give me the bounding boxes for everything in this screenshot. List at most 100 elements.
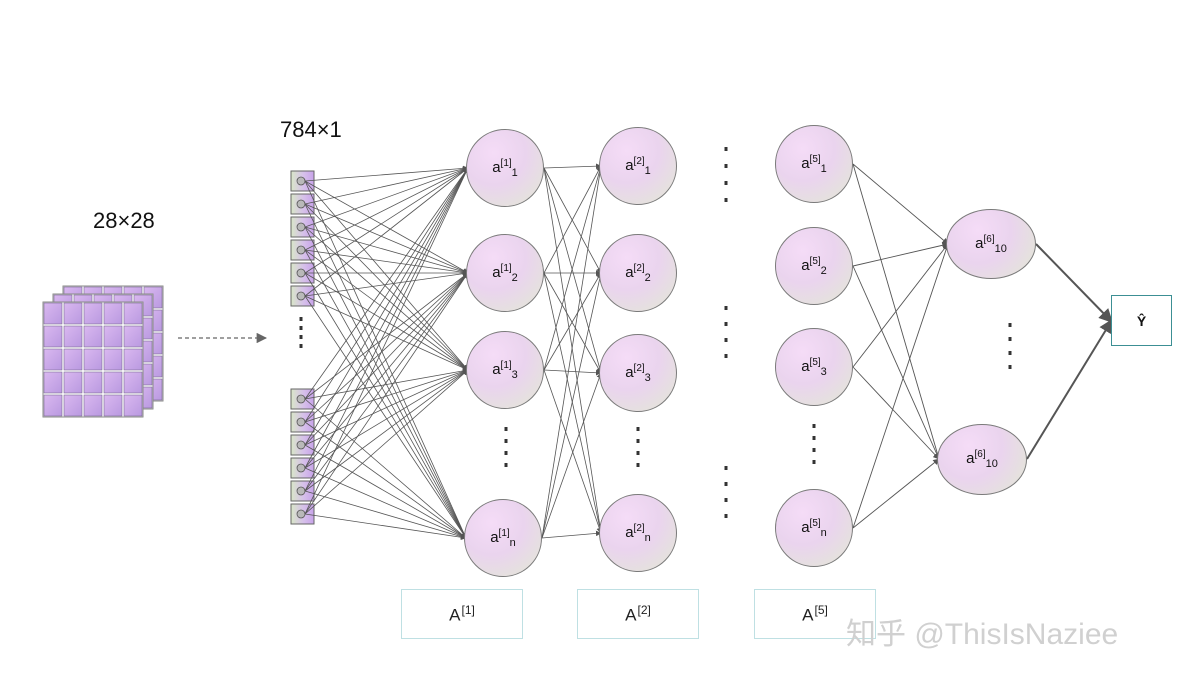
connection-edge [304,180,469,274]
connection-edge [543,165,602,274]
connection-edge [543,369,602,376]
ellipsis-dot [1008,337,1012,341]
connection-edge [304,295,467,539]
connection-edge [304,368,469,400]
connection-edge [852,243,949,368]
connection-edge [304,249,469,276]
connection-edge [304,165,469,182]
connection-edge [304,180,469,371]
ellipsis-dot [299,317,303,321]
connection-edge [304,369,469,469]
connection-edge [543,272,602,371]
ellipsis-dot [812,460,816,464]
connection-edge [304,272,469,371]
ellipsis-dot [504,427,508,431]
ellipsis-dot [724,354,728,358]
vector-cell [290,285,315,307]
connection-edge [304,272,469,515]
connection-edge [304,167,469,423]
ellipsis-dot [1008,323,1012,327]
connection-edge [541,530,602,539]
ellipsis-dots [299,147,1012,518]
connection-edge [304,272,469,400]
ellipsis-dot [724,164,728,168]
ellipsis-dot [724,482,728,486]
ellipsis-dot [504,451,508,455]
connection-edge [543,165,603,371]
connection-edge [304,167,469,297]
vector-cell [290,216,315,238]
ellipsis-dot [724,147,728,151]
connection-edge [304,369,469,446]
ellipsis-dot [636,451,640,455]
connection-edge [304,166,469,205]
connection-edge [304,167,469,228]
input-vector [290,170,315,525]
connection-edge [304,444,467,539]
connection-edge [304,249,469,371]
ellipsis-dot [724,306,728,310]
ellipsis-dot [724,338,728,342]
connection-edge [304,167,469,251]
connection-edge [304,295,469,371]
vector-cell [290,503,315,525]
connection-edge [1035,243,1113,324]
connection-edge [304,167,469,400]
connection-edge [852,366,940,460]
connection-edge [543,272,602,374]
connection-edge [541,272,603,539]
ellipsis-dot [299,326,303,330]
connections [304,163,1113,541]
vector-cell [290,411,315,433]
connection-edge [304,513,467,541]
connection-edge [304,467,467,539]
connection-edge [304,272,469,446]
vector-cell [290,193,315,215]
connection-edge [543,369,602,534]
connection-edge [304,167,469,446]
connection-edge [304,167,469,492]
connection-edge [852,163,949,245]
ellipsis-dot [1008,351,1012,355]
connection-edge [543,163,602,169]
connection-edge [304,272,469,423]
ellipsis-dot [812,424,816,428]
vector-cell [290,239,315,261]
ellipsis-dot [299,335,303,339]
ellipsis-dot [1008,365,1012,369]
connection-edge [852,265,940,460]
connection-edge [304,249,467,539]
connection-edge [304,272,469,469]
ellipsis-dot [636,427,640,431]
connection-edge [852,458,940,529]
ellipsis-dot [299,344,303,348]
vector-cell [290,457,315,479]
connection-edge [852,243,950,529]
connection-edge [304,226,469,275]
connection-edge [304,270,469,297]
connection-edge [304,272,467,539]
connection-edge [304,203,469,371]
connection-edge [852,242,949,267]
connection-edge [304,421,467,539]
connection-edge [304,167,469,469]
connection-edge [304,368,469,423]
connection-edge [1026,318,1113,460]
ellipsis-dot [724,181,728,185]
ellipsis-dot [812,448,816,452]
ellipsis-dot [724,322,728,326]
connection-edge [304,203,469,274]
connection-edge [304,398,467,539]
ellipsis-dot [724,514,728,518]
connection-edge [304,226,467,539]
input-image-stack [42,285,164,418]
ellipsis-dot [724,498,728,502]
vector-cell [290,434,315,456]
connection-edge [541,372,602,539]
ellipsis-dot [724,466,728,470]
ellipsis-dot [636,463,640,467]
connection-edge [304,226,469,371]
ellipsis-dot [504,439,508,443]
vector-cell [290,170,315,192]
